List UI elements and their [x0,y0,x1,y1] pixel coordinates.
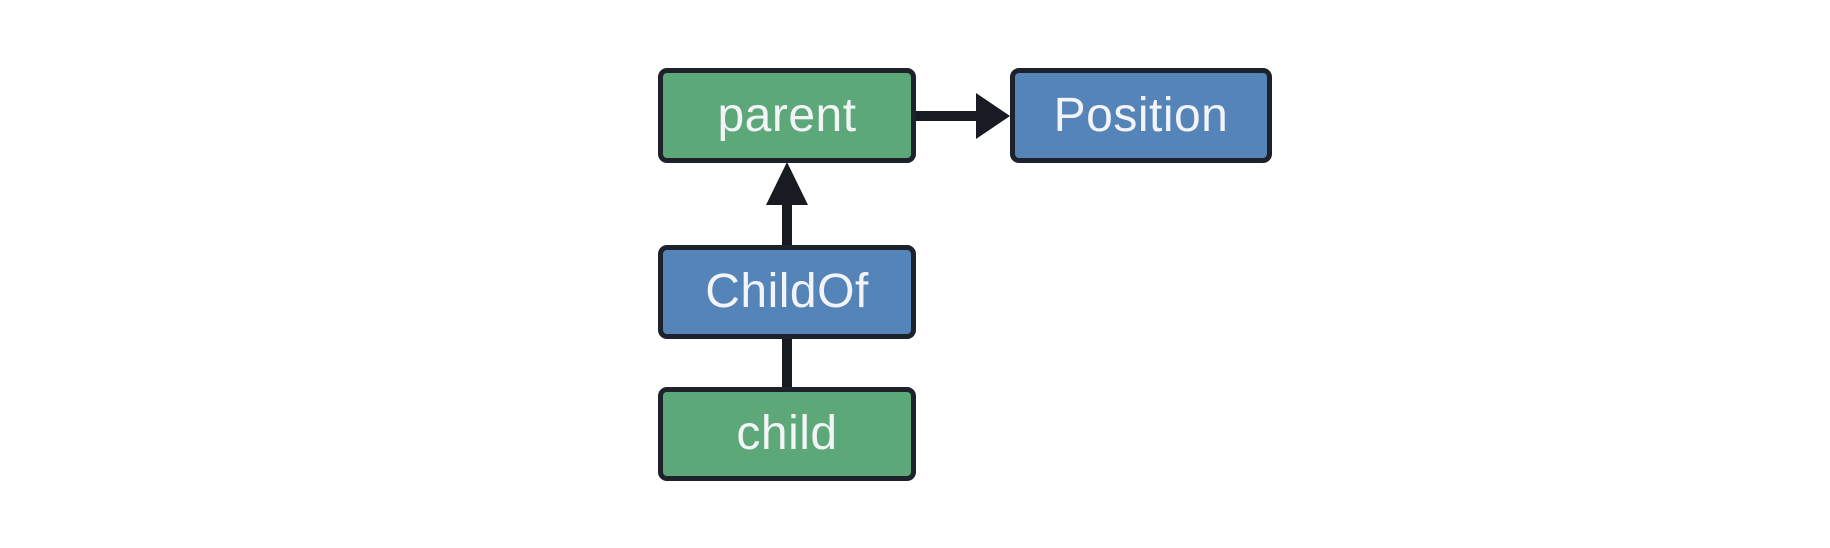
edge-child-childof-line [782,335,792,391]
node-position-label: Position [1053,88,1229,142]
edge-parent-position-line [912,111,980,121]
node-child: child [658,387,916,481]
node-parent-label: parent [717,88,857,142]
node-childof: ChildOf [658,245,916,339]
node-position: Position [1010,68,1272,163]
edge-childof-parent-line [782,200,792,250]
node-parent: parent [658,68,916,163]
node-childof-label: ChildOf [705,265,869,318]
arrowhead-right-icon [976,93,1010,139]
node-child-label: child [736,407,838,460]
arrowhead-up-icon [766,162,808,205]
